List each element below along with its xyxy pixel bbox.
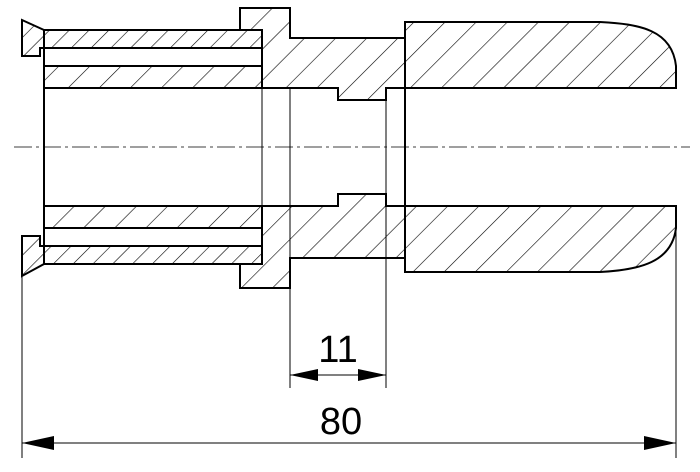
lower-wall (21, 193, 677, 289)
lower-body (239, 193, 677, 289)
dimension-small-value: 11 (318, 329, 357, 371)
upper-body (239, 7, 677, 101)
upper-flange (21, 18, 45, 57)
lower-sleeve (43, 245, 263, 265)
lower-pipe-wall (43, 205, 263, 229)
dimension-overall: 80 (21, 228, 677, 458)
upper-pipe-wall (43, 65, 263, 89)
dim-arrow-left (22, 436, 54, 450)
dimension-overall-value: 80 (320, 401, 362, 443)
upper-wall (21, 7, 677, 101)
upper-sleeve (43, 29, 263, 49)
dimension-small: 11 (289, 88, 387, 388)
dim-arrow-right (358, 369, 386, 381)
dim-arrow-left (290, 369, 318, 381)
dim-arrow-right (644, 436, 676, 450)
lower-flange (21, 235, 45, 278)
